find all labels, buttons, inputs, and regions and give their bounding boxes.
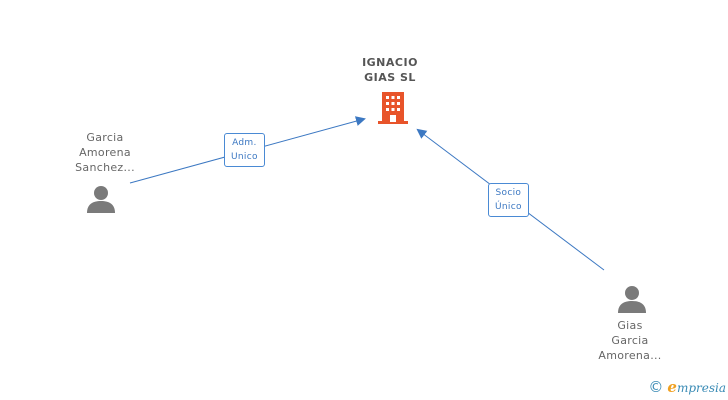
relation-label-socio-unico[interactable]: Socio Único <box>488 183 529 217</box>
person-icon[interactable] <box>86 184 116 218</box>
relation-1-line1: Adm. <box>232 138 257 148</box>
person-2-line1: Gias <box>617 319 643 332</box>
company-name-line2: GIAS SL <box>364 71 416 84</box>
relation-1-line2: Unico <box>231 152 258 162</box>
brand-logo: empresia <box>667 378 726 396</box>
person-name-2[interactable]: Gias Garcia Amorena... <box>575 318 685 363</box>
relation-2-line2: Único <box>495 202 522 212</box>
person-2-line2: Garcia <box>611 334 649 347</box>
person-1-line1: Garcia <box>86 131 124 144</box>
copyright-icon: © <box>648 378 664 396</box>
brand-logo-initial: e <box>667 378 677 396</box>
company-name[interactable]: IGNACIO GIAS SL <box>340 55 440 85</box>
person-2-line3: Amorena... <box>598 349 662 362</box>
person-name-1[interactable]: Garcia Amorena Sanchez... <box>50 130 160 175</box>
brand-watermark[interactable]: © empresia <box>648 378 726 396</box>
person-1-line2: Amorena <box>79 146 131 159</box>
company-name-line1: IGNACIO <box>362 56 418 69</box>
relation-2-line1: Socio <box>495 188 522 198</box>
relation-label-adm-unico[interactable]: Adm. Unico <box>224 133 265 167</box>
brand-logo-text: mpresia <box>676 381 726 395</box>
person-icon[interactable] <box>617 284 647 318</box>
person-1-line3: Sanchez... <box>75 161 135 174</box>
building-icon[interactable] <box>377 90 409 130</box>
